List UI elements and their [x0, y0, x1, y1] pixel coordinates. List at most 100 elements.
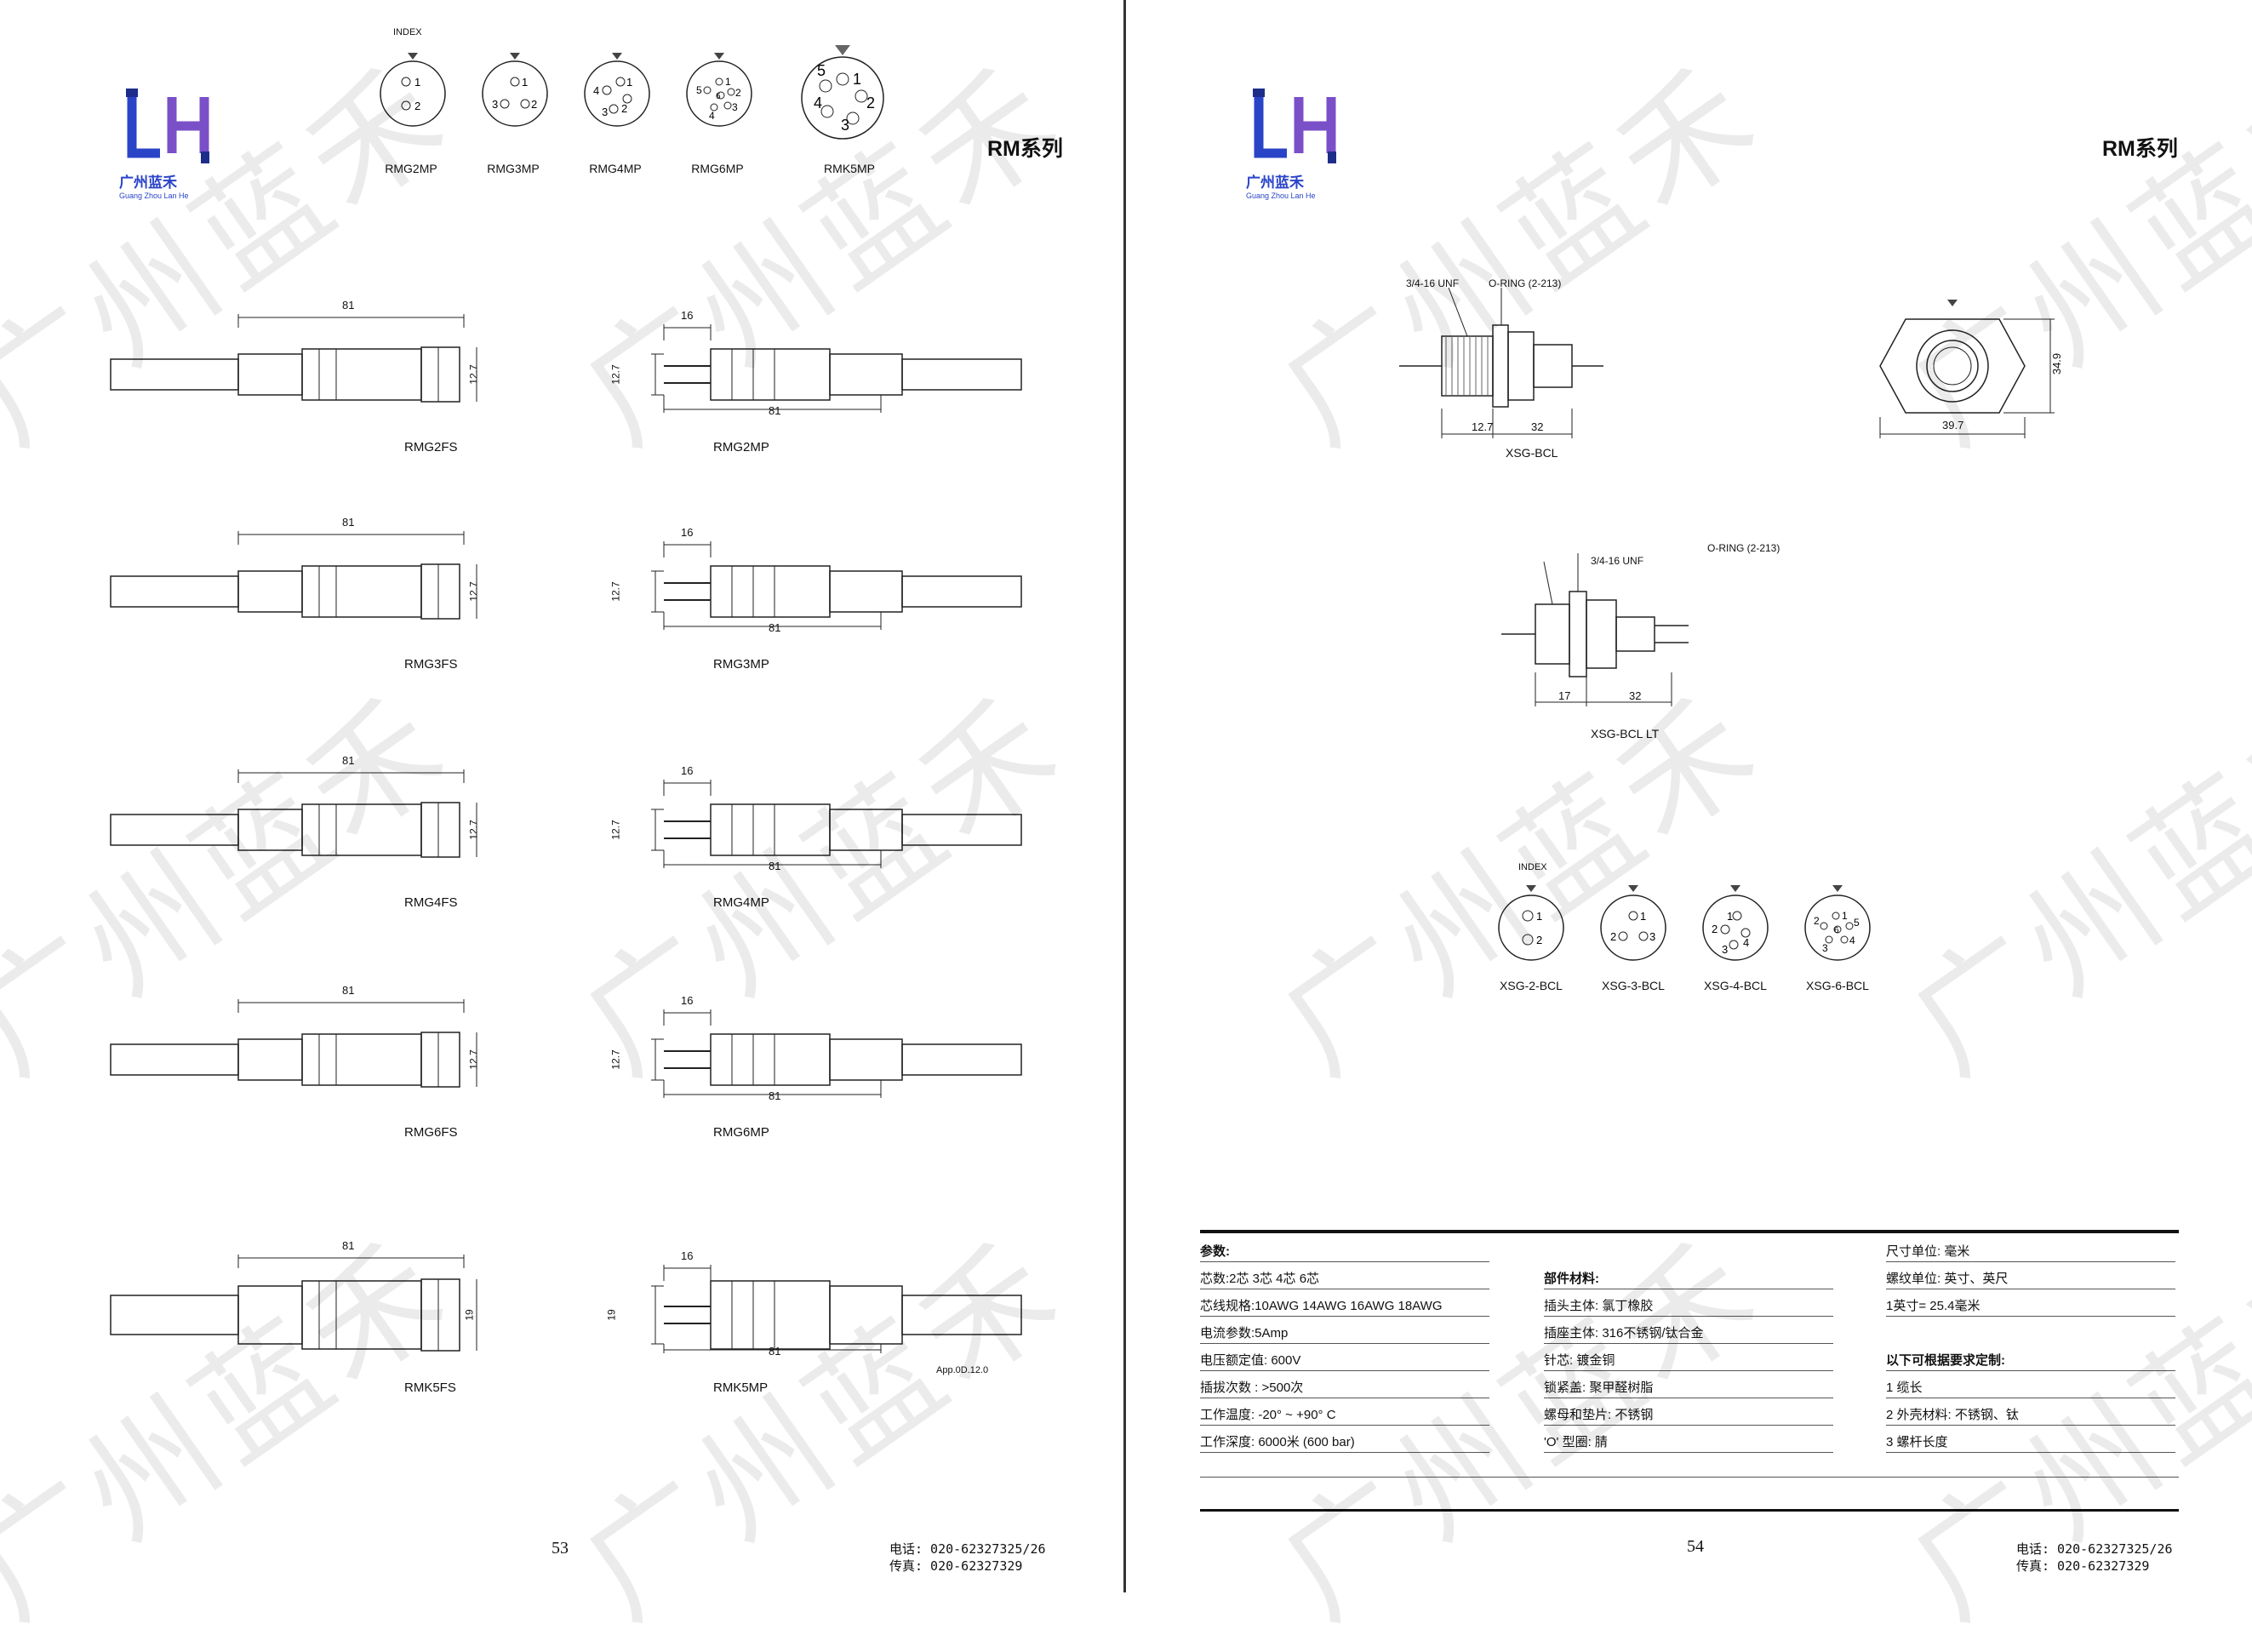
- male-connector-drawing: [651, 324, 1022, 413]
- pin-layout-rmg6: 1 2 3 4 5 6: [686, 53, 752, 127]
- pin-layout-rmg4: 4 1 2 3: [584, 53, 650, 127]
- female-length-dim: 81: [342, 754, 355, 767]
- male-connector-drawing: [651, 780, 1022, 868]
- fax: 传真: 020-62327329: [889, 1558, 1023, 1574]
- svg-text:6: 6: [716, 92, 721, 101]
- spec-material: 螺母和垫片: 不锈钢: [1544, 1406, 1833, 1426]
- spec-bottom-rule: [1200, 1509, 2179, 1512]
- male-pin-length-dim: 16: [681, 526, 694, 539]
- svg-text:2: 2: [866, 94, 875, 111]
- series-title: RM系列: [2102, 137, 2178, 161]
- fax: 传真: 020-62327329: [2016, 1558, 2150, 1574]
- female-diameter-dim: 12.7: [467, 820, 480, 840]
- pin-layout-rmk5: 1 2 3 4 5: [801, 45, 884, 140]
- male-diameter-dim: 12.7: [609, 364, 622, 385]
- svg-text:2: 2: [621, 102, 627, 115]
- svg-text:4: 4: [1743, 936, 1749, 949]
- svg-text:3: 3: [1822, 942, 1828, 954]
- female-diameter-dim: 19: [463, 1309, 476, 1321]
- spec-param: 工作温度: -20° ~ +90° C: [1200, 1406, 1489, 1426]
- spec-param: 工作深度: 6000米 (600 bar): [1200, 1433, 1489, 1453]
- pin-code-5: RMK5MP: [824, 162, 875, 175]
- pin-layout-rmg2: 1 2: [380, 53, 446, 127]
- brand-logo: 广州蓝禾 Guang Zhou Lan He: [1246, 85, 1348, 200]
- brand-name: 广州蓝禾: [1246, 174, 1304, 191]
- xsg-bcl-oring: O-RING (2-213): [1489, 277, 1562, 289]
- male-diameter-dim: 12.7: [609, 581, 622, 602]
- female-connector-drawing: [110, 314, 477, 403]
- male-diameter-dim: 12.7: [609, 1049, 622, 1070]
- male-pin-length-dim: 16: [681, 309, 694, 322]
- male-code: RMK5MP: [713, 1380, 769, 1395]
- xsg-bcl-dim-a: 12.7: [1472, 420, 1494, 433]
- page-number: 53: [552, 1539, 569, 1558]
- svg-text:1: 1: [626, 76, 632, 89]
- xsg-code-2: XSG-3-BCL: [1602, 979, 1665, 992]
- xsg-code-4: XSG-6-BCL: [1806, 979, 1869, 992]
- spec-unit: 螺纹单位: 英寸、英尺: [1886, 1270, 2175, 1289]
- female-diameter-dim: 12.7: [467, 1049, 480, 1070]
- svg-text:3: 3: [1722, 943, 1728, 956]
- svg-text:2: 2: [1814, 915, 1820, 927]
- male-length-dim: 81: [769, 1345, 781, 1358]
- pin-layout-xsg4: 1 2 3 4: [1702, 885, 1769, 961]
- svg-text:5: 5: [817, 62, 826, 79]
- female-code: RMG4FS: [404, 895, 458, 910]
- spec-col3-title: 以下可根据要求定制:: [1886, 1352, 2175, 1371]
- male-pin-length-dim: 16: [681, 1249, 694, 1262]
- pin-code-3: RMG4MP: [589, 162, 642, 175]
- svg-text:5: 5: [696, 84, 702, 96]
- female-length-dim: 81: [342, 299, 355, 312]
- svg-text:4: 4: [1849, 935, 1855, 946]
- svg-text:3: 3: [492, 98, 498, 111]
- svg-text:1: 1: [1842, 910, 1848, 922]
- xsg-bcl-lt-drawing: [1501, 553, 1689, 706]
- brand-logo: 广州蓝禾 Guang Zhou Lan He: [119, 85, 221, 200]
- spec-col2-title: 部件材料:: [1544, 1270, 1833, 1289]
- male-code: RMG4MP: [713, 895, 769, 910]
- phone: 电话: 020-62327325/26: [2016, 1541, 2173, 1557]
- lt-dim-b: 32: [1629, 689, 1642, 702]
- male-code: RMG3MP: [713, 657, 769, 672]
- male-length-dim: 81: [769, 860, 781, 872]
- spec-param: 插拔次数 : >500次: [1200, 1379, 1489, 1398]
- male-length-dim: 81: [769, 404, 781, 417]
- female-connector-drawing: [110, 999, 477, 1088]
- spec-param: 电流参数:5Amp: [1200, 1324, 1489, 1344]
- female-diameter-dim: 12.7: [467, 364, 480, 385]
- svg-text:1: 1: [1727, 910, 1733, 923]
- female-connector-drawing: [110, 769, 477, 858]
- pin-layouts-right: 1 2 1 2 3 1 2 3 4 1 2 3 4 5 6: [1498, 885, 1871, 961]
- male-length-dim: 81: [769, 1089, 781, 1102]
- index-label: INDEX: [1518, 862, 1547, 872]
- svg-text:2: 2: [1536, 934, 1542, 946]
- svg-text:1: 1: [522, 76, 528, 89]
- male-code: RMG2MP: [713, 440, 769, 454]
- xsg-bcl-drawing: [1399, 287, 1603, 438]
- lt-oring: O-RING (2-213): [1707, 542, 1780, 554]
- female-length-dim: 81: [342, 516, 355, 529]
- male-code: RMG6MP: [713, 1125, 769, 1140]
- right-page: 广州蓝禾 Guang Zhou Lan He RM系列 3/4-16 UNF O…: [1127, 0, 2252, 1592]
- spec-material: 'O' 型圈: 腈: [1544, 1433, 1833, 1453]
- female-code: RMK5FS: [404, 1380, 456, 1395]
- female-code: RMG3FS: [404, 657, 458, 672]
- contact-block: 电话: 020-62327325/26 传真: 020-62327329: [889, 1541, 1046, 1575]
- page-number: 54: [1687, 1537, 1704, 1556]
- pin-code-4: RMG6MP: [691, 162, 744, 175]
- spec-material: 插头主体: 氯丁橡胶: [1544, 1297, 1833, 1317]
- svg-text:1: 1: [853, 71, 861, 88]
- spec-material: 插座主体: 316不锈钢/钛合金: [1544, 1324, 1833, 1344]
- xsg-code-3: XSG-4-BCL: [1704, 979, 1767, 992]
- lt-dim-a: 17: [1558, 689, 1571, 702]
- male-connector-drawing: [651, 1265, 1022, 1353]
- hex-height: 34.9: [2050, 352, 2064, 375]
- contact-block: 电话: 020-62327325/26 传真: 020-62327329: [2016, 1541, 2173, 1575]
- phone: 电话: 020-62327325/26: [889, 1541, 1046, 1557]
- svg-text:2: 2: [531, 98, 537, 111]
- svg-text:3: 3: [602, 106, 608, 118]
- spec-material: 针芯: 镀金铜: [1544, 1352, 1833, 1371]
- xsg-code-1: XSG-2-BCL: [1500, 979, 1563, 992]
- svg-text:4: 4: [814, 94, 822, 111]
- logo-mark: [126, 89, 209, 163]
